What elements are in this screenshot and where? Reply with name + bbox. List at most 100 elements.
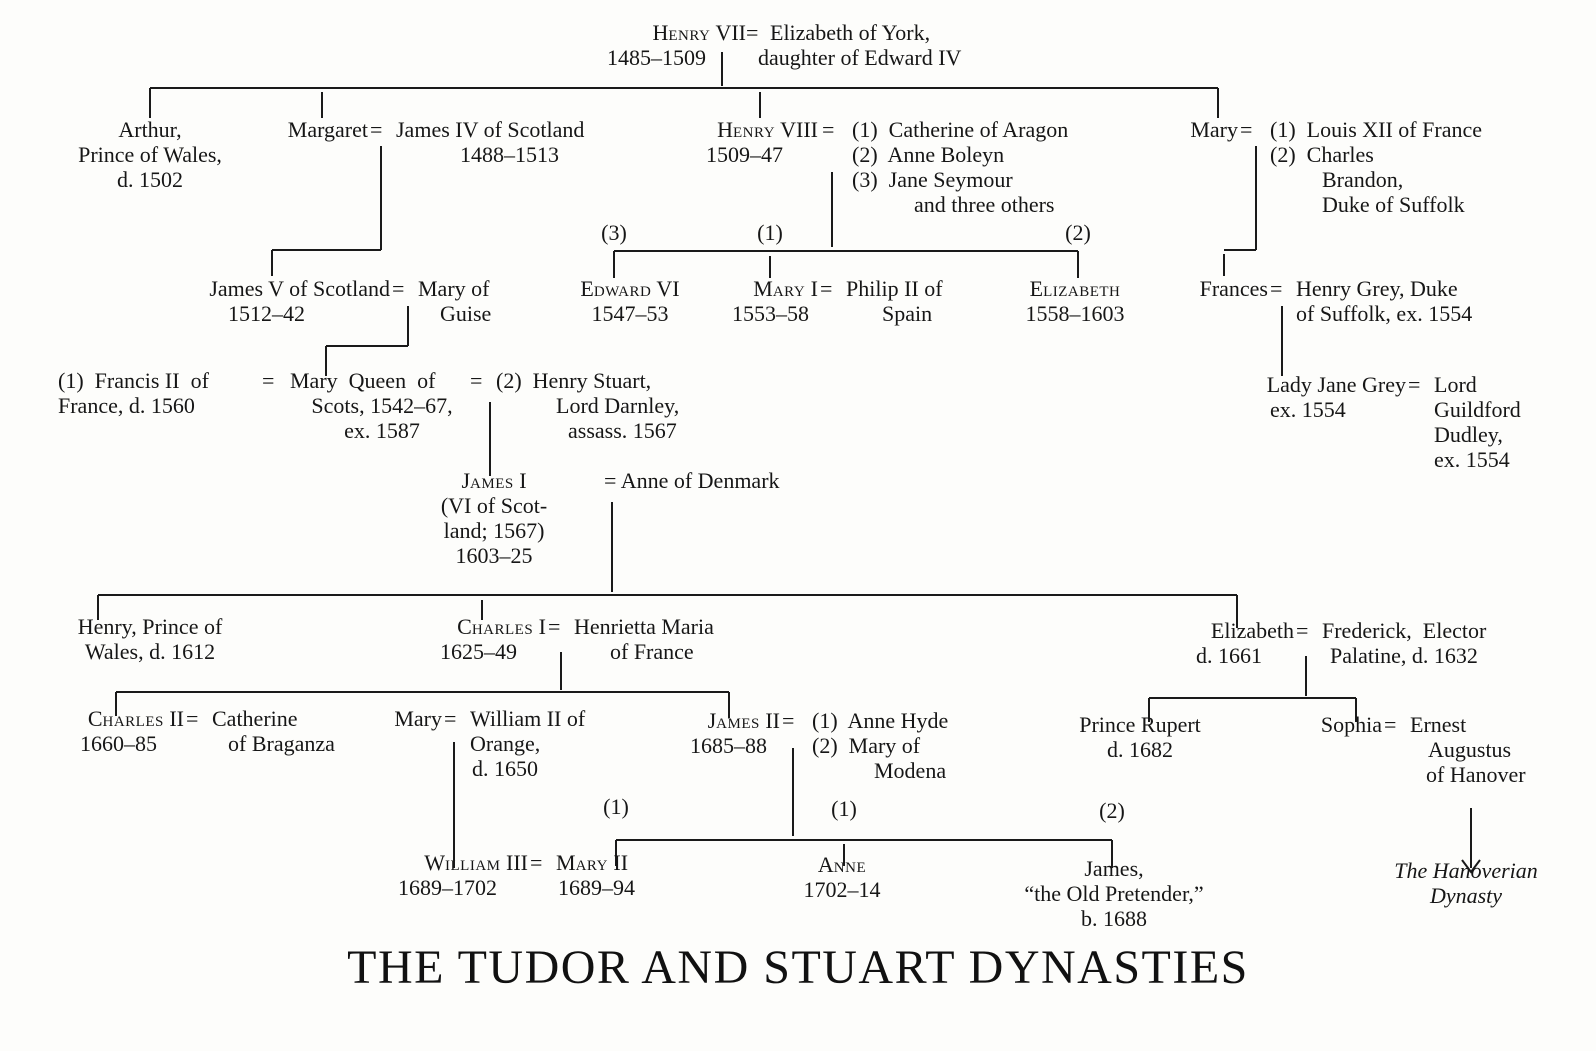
- marriage-sign: =: [392, 276, 405, 301]
- elizabeth-i-dates: 1558–1603: [1025, 301, 1125, 326]
- henry-prince-of-wales: Henry, Prince of: [77, 614, 223, 639]
- mary-of-modena: Modena: [874, 758, 947, 783]
- marriage-sign: =: [444, 706, 457, 731]
- marriage-sign: =: [1270, 276, 1283, 301]
- james-old-pretender: James,: [1084, 856, 1144, 881]
- prince-rupert-death: d. 1682: [1107, 737, 1173, 762]
- marriage-sign: =: [782, 708, 795, 733]
- marriage-sign: =: [370, 117, 383, 142]
- marriage-number: (1): [831, 796, 857, 821]
- henry-viii: HENRY VIII: [717, 117, 818, 142]
- henry-prince-of-wales-death: Wales, d. 1612: [84, 639, 216, 664]
- elizabeth-of-york-desc: daughter of Edward IV: [758, 45, 962, 70]
- james-ii: JAMES II: [707, 708, 780, 733]
- james-i-dates: 1603–25: [455, 543, 533, 568]
- marriage-sign: =: [470, 368, 483, 393]
- francis-ii-desc: France, d. 1560: [58, 393, 195, 418]
- henry-grey: Henry Grey, Duke: [1296, 276, 1458, 301]
- margaret: Margaret: [287, 117, 368, 142]
- philip-ii-spain: Spain: [882, 301, 933, 326]
- edward-vi-dates: 1547–53: [591, 301, 669, 326]
- mary-queen-of-scots: Mary Queen of: [290, 368, 436, 393]
- james-ii-dates: 1685–88: [690, 733, 767, 758]
- edward-vi: EDWARD VI: [580, 276, 680, 301]
- james-ii-wife-2: (2) Mary of: [812, 733, 921, 758]
- mary-tudor-husband-2: (2) Charles: [1270, 142, 1374, 167]
- marriage-number: (3): [601, 220, 627, 245]
- marriage-number: (2): [1099, 798, 1125, 823]
- guildford-dudley: Lord: [1434, 372, 1477, 397]
- guildford-dudley-2: Guildford: [1434, 397, 1521, 422]
- elizabeth-of-york: Elizabeth of York,: [770, 20, 931, 45]
- henrietta-maria-2: of France: [610, 639, 694, 664]
- william-ii-orange: William II of: [470, 706, 586, 731]
- frances: Frances: [1199, 276, 1268, 301]
- marriage-sign: =: [1296, 618, 1309, 643]
- henry-viii-wife-3: (3) Jane Seymour: [852, 167, 1013, 192]
- mary-qos-dates: Scots, 1542–67,: [311, 393, 453, 418]
- philip-ii: Philip II of: [846, 276, 943, 301]
- charles-ii-dates: 1660–85: [80, 731, 157, 756]
- duke-of-suffolk: Duke of Suffolk: [1322, 192, 1465, 217]
- james-i-scotland-2: land; 1567): [443, 518, 545, 543]
- mary-ii: MARY II: [556, 850, 629, 875]
- mary-i-dates: 1553–58: [732, 301, 809, 326]
- ernest-augustus-2: Augustus: [1428, 737, 1512, 762]
- sophia: Sophia: [1320, 712, 1382, 737]
- henrietta-maria: Henrietta Maria: [574, 614, 714, 639]
- henry-viii-wife-2: (2) Anne Boleyn: [852, 142, 1005, 167]
- mary-ii-dates: 1689–94: [558, 875, 635, 900]
- marriage-sign: =: [1408, 372, 1421, 397]
- anne: ANNE: [817, 852, 867, 877]
- james-v-dates: 1512–42: [228, 301, 305, 326]
- james-iv-dates: 1488–1513: [460, 142, 559, 167]
- james-ii-wife-1: (1) Anne Hyde: [812, 708, 949, 733]
- marriage-sign: =: [530, 850, 543, 875]
- prince-rupert: Prince Rupert: [1079, 712, 1201, 737]
- henry-grey-desc: of Suffolk, ex. 1554: [1296, 301, 1473, 326]
- guildford-dudley-3: Dudley,: [1434, 422, 1503, 447]
- henry-stuart-darnley: (2) Henry Stuart,: [496, 368, 652, 393]
- marriage-sign: =: [1240, 117, 1253, 142]
- mary-of-guise: Mary of: [418, 276, 490, 301]
- marriage-number: (1): [603, 794, 629, 819]
- frederick-elector: Frederick, Elector: [1322, 618, 1487, 643]
- william-iii: WILLIAM III: [424, 850, 528, 875]
- lady-jane-grey-death: ex. 1554: [1270, 397, 1346, 422]
- james-i-scotland: (VI of Scot-: [440, 493, 548, 518]
- mary-i: MARY I: [753, 276, 818, 301]
- william-iii-dates: 1689–1702: [398, 875, 497, 900]
- charles-ii: CHARLES II: [87, 706, 184, 731]
- elizabeth-stuart-death: d. 1661: [1196, 643, 1262, 668]
- catherine-of-braganza-2: of Braganza: [228, 731, 335, 756]
- mary-qos-death: ex. 1587: [344, 418, 420, 443]
- charles-i: CHARLES I: [457, 614, 546, 639]
- darnley-death: assass. 1567: [568, 418, 677, 443]
- elizabeth-stuart: Elizabeth: [1210, 618, 1294, 643]
- william-ii-orange-2: Orange,: [470, 731, 541, 756]
- marriage-sign: =: [1384, 712, 1397, 737]
- francis-ii: (1) Francis II of: [58, 368, 209, 393]
- james-v: James V of Scotland: [209, 276, 390, 301]
- marriage-sign: =: [822, 117, 835, 142]
- mary-tudor: Mary: [1190, 117, 1238, 142]
- henry-vii-dates: 1485–1509: [607, 45, 706, 70]
- mary-tudor-husband-1: (1) Louis XII of France: [1270, 117, 1482, 142]
- marriage-sign: =: [746, 20, 759, 45]
- mary-orange: Mary: [394, 706, 442, 731]
- arthur: Arthur,: [118, 117, 182, 142]
- mary-of-guise-2: Guise: [440, 301, 492, 326]
- henry-viii-other-wives: and three others: [914, 192, 1055, 217]
- henry-viii-wife-1: (1) Catherine of Aragon: [852, 117, 1069, 142]
- marriage-number: (1): [757, 220, 783, 245]
- anne-dates: 1702–14: [803, 877, 881, 902]
- ernest-augustus-hanover: of Hanover: [1426, 762, 1526, 787]
- lady-jane-grey: Lady Jane Grey: [1266, 372, 1406, 397]
- charles-i-dates: 1625–49: [440, 639, 517, 664]
- arthur-death: d. 1502: [117, 167, 183, 192]
- james-i: JAMES I: [461, 468, 527, 493]
- charles-brandon: Brandon,: [1322, 167, 1404, 192]
- marriage-sign: =: [820, 276, 833, 301]
